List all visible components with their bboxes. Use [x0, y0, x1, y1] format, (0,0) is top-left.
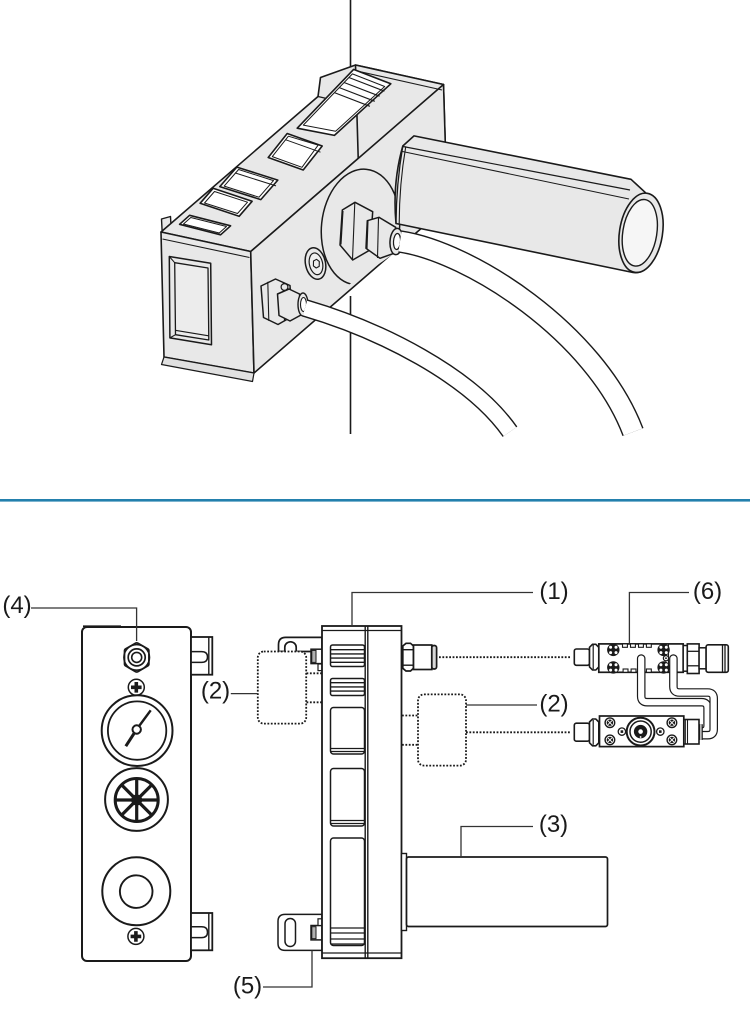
svg-text:(6): (6): [693, 578, 722, 605]
svg-text:(2): (2): [201, 678, 230, 705]
svg-text:(2): (2): [539, 691, 568, 718]
svg-text:(4): (4): [2, 592, 31, 619]
svg-text:(1): (1): [539, 578, 568, 605]
svg-text:(3): (3): [539, 811, 568, 838]
svg-text:(5): (5): [233, 973, 262, 1000]
